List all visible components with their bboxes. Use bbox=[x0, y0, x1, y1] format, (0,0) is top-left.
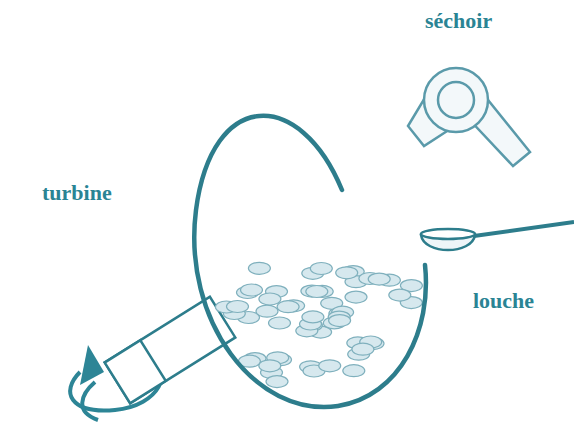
tablet bbox=[352, 343, 374, 355]
tablet bbox=[389, 289, 411, 301]
tablet bbox=[269, 317, 291, 329]
part-label: louche bbox=[473, 288, 534, 314]
part-label: séchoir bbox=[425, 8, 492, 34]
part-label: turbine bbox=[42, 180, 112, 206]
tablet bbox=[302, 311, 324, 323]
tablet bbox=[277, 301, 299, 313]
ladle bbox=[421, 222, 574, 250]
turbine-shaft bbox=[105, 297, 236, 403]
tablet bbox=[259, 360, 281, 372]
tablet bbox=[345, 291, 367, 303]
tablet bbox=[343, 365, 365, 377]
tablet bbox=[248, 262, 270, 274]
tablet bbox=[336, 267, 358, 279]
tablet bbox=[319, 360, 341, 372]
hair-dryer bbox=[408, 68, 530, 166]
tablets bbox=[215, 262, 422, 387]
tablet bbox=[227, 301, 249, 313]
tablet bbox=[259, 293, 281, 305]
rotation-arrow bbox=[82, 382, 98, 420]
coating-pan bbox=[194, 116, 426, 407]
tablet bbox=[266, 376, 288, 388]
tablet bbox=[241, 284, 263, 296]
tablet bbox=[329, 315, 351, 327]
tablet bbox=[310, 263, 332, 275]
tablet bbox=[256, 305, 278, 317]
tablet bbox=[368, 273, 390, 285]
arrow-head bbox=[80, 345, 104, 385]
tablet bbox=[306, 286, 328, 298]
